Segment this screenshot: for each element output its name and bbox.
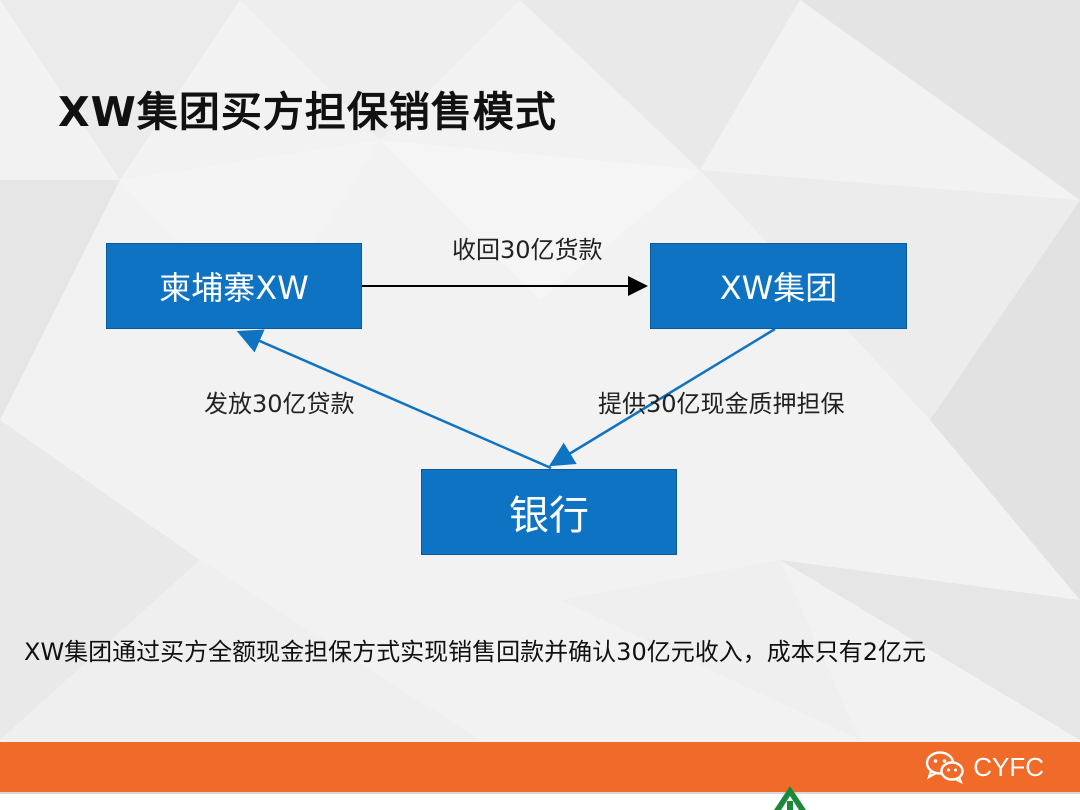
- conclusion-text: XW集团通过买方全额现金担保方式实现销售回款并确认30亿元收入，成本只有2亿元: [24, 638, 926, 666]
- footer-bottom-strip: [0, 792, 1080, 810]
- node-xw-group: XW集团: [650, 243, 907, 329]
- wechat-icon: [926, 751, 964, 784]
- brand-label: CYFC: [973, 751, 1044, 782]
- footer-brand: CYFC: [925, 750, 1044, 784]
- node-cambodia-xw: 柬埔寨XW: [106, 243, 362, 329]
- edge-label-cash-pledge: 提供30亿现金质押担保: [598, 390, 845, 418]
- edge-label-issue-loan: 发放30亿贷款: [204, 390, 355, 418]
- slide-title: XW集团买方担保销售模式: [58, 88, 557, 136]
- footer-bar: [0, 742, 1080, 792]
- node-bank: 银行: [421, 469, 677, 555]
- footer-logo-icon: [774, 786, 806, 810]
- edge-label-collect-payment: 收回30亿货款: [452, 236, 603, 264]
